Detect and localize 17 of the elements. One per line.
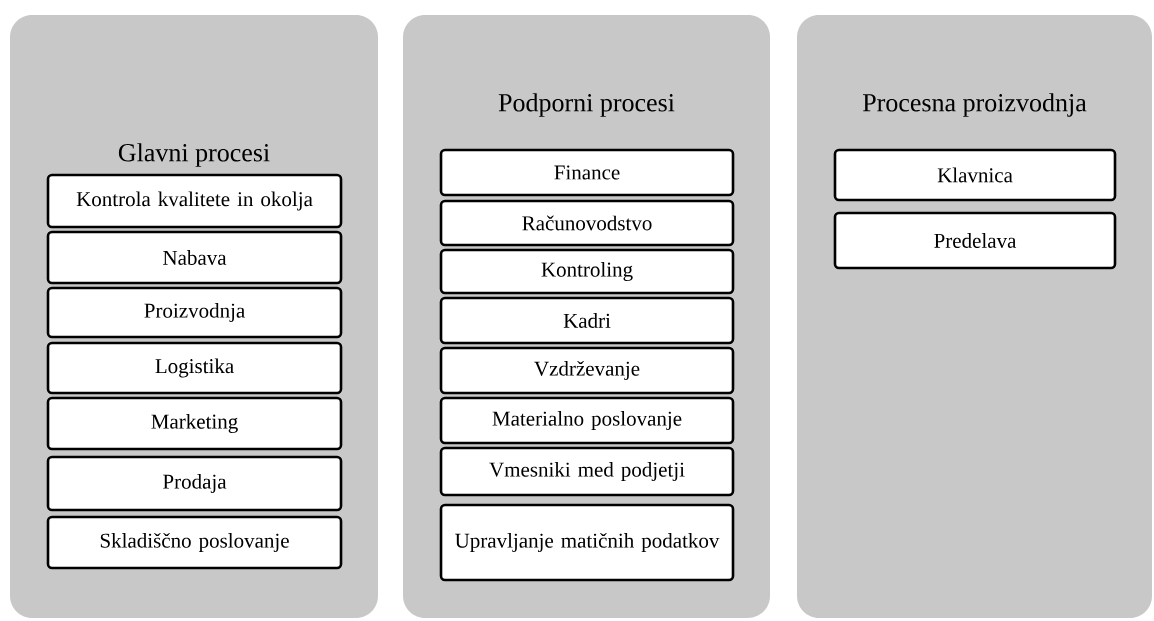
process-box: Kadri [439,296,735,345]
process-box: Vzdrževanje [439,346,735,395]
process-box: Kontrola kvalitete in okolja [46,173,343,229]
process-box: Finance [439,148,735,197]
process-box: Prodaja [46,455,343,512]
process-box: Materialno poslovanje [439,396,735,445]
process-box: Upravljanje matičnih podatkov [439,503,735,582]
process-box: Vmesniki med podjetji [439,446,735,497]
process-box: Kontroling [439,248,735,295]
process-box: Marketing [46,396,343,451]
process-box: Skladiščno poslovanje [46,515,343,570]
process-box: Proizvodnja [46,286,343,339]
process-box: Računovodstvo [439,199,735,247]
process-box: Nabava [46,230,343,285]
process-box: Predelava [833,211,1117,270]
process-box: Klavnica [833,148,1117,202]
process-box: Logistika [46,341,343,395]
